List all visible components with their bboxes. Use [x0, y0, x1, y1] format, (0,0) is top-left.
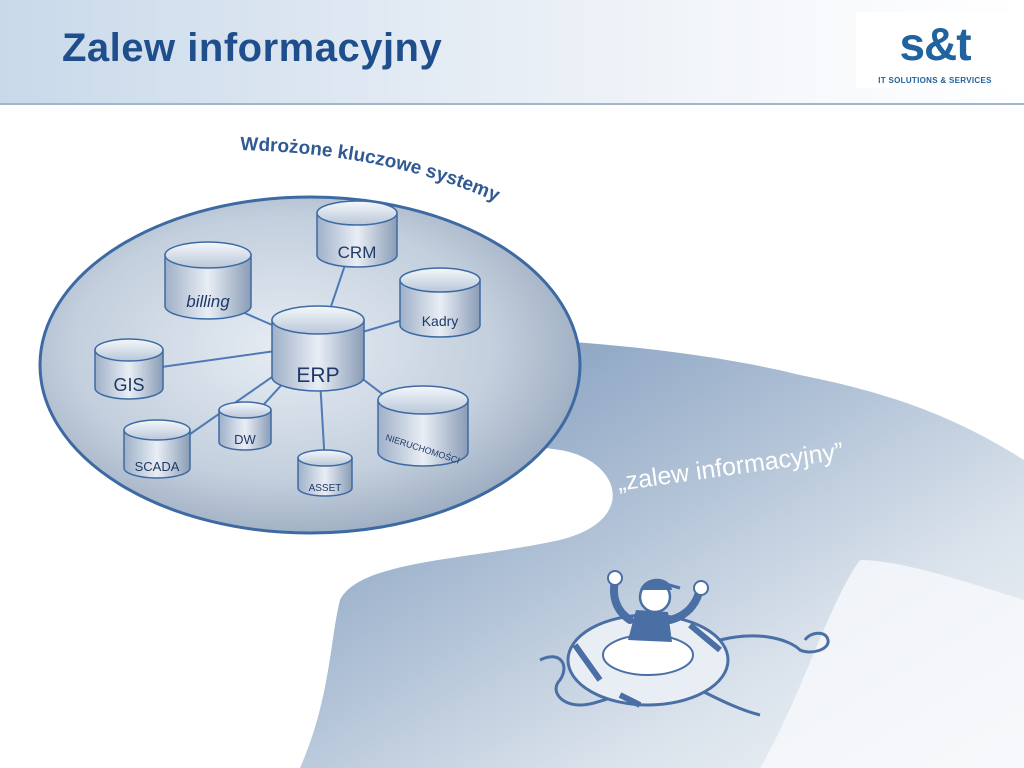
scada-cylinder: SCADA [123, 419, 191, 479]
systems-diagram: CRM billing Kadry GIS ERP DW SCADA [38, 134, 1024, 768]
kadry-cylinder: Kadry [399, 267, 481, 338]
header-band [0, 0, 1024, 105]
arc-caption-text: Wdrożone kluczowe systemy [240, 134, 503, 207]
kadry-label: Kadry [422, 313, 459, 329]
scada-label: SCADA [135, 459, 180, 474]
crm-cylinder: CRM [316, 200, 398, 268]
billing-label: billing [186, 292, 230, 311]
arc-caption: Wdrożone kluczowe systemy [240, 134, 503, 207]
erp-label: ERP [296, 364, 339, 387]
logo-tagline: IT SOLUTIONS & SERVICES [878, 76, 992, 85]
flood-river-highlight [760, 560, 1024, 768]
gis-cylinder: GIS [94, 338, 164, 400]
logo-mark: s&t [899, 18, 971, 70]
dw-cylinder: DW [218, 401, 272, 451]
crm-label: CRM [338, 243, 377, 262]
dw-label: DW [234, 432, 256, 447]
page-title: Zalew informacyjny [62, 26, 443, 70]
asset-label: ASSET [309, 483, 342, 494]
gis-label: GIS [113, 375, 144, 395]
nieruchomosci-cylinder: NIERUCHOMOŚCI [377, 385, 469, 467]
erp-cylinder: ERP [271, 305, 365, 392]
drowning-person-clipart [539, 570, 830, 717]
company-logo: s&t IT SOLUTIONS & SERVICES [856, 12, 1014, 88]
billing-cylinder: billing [164, 241, 252, 320]
asset-cylinder: ASSET [297, 449, 353, 497]
